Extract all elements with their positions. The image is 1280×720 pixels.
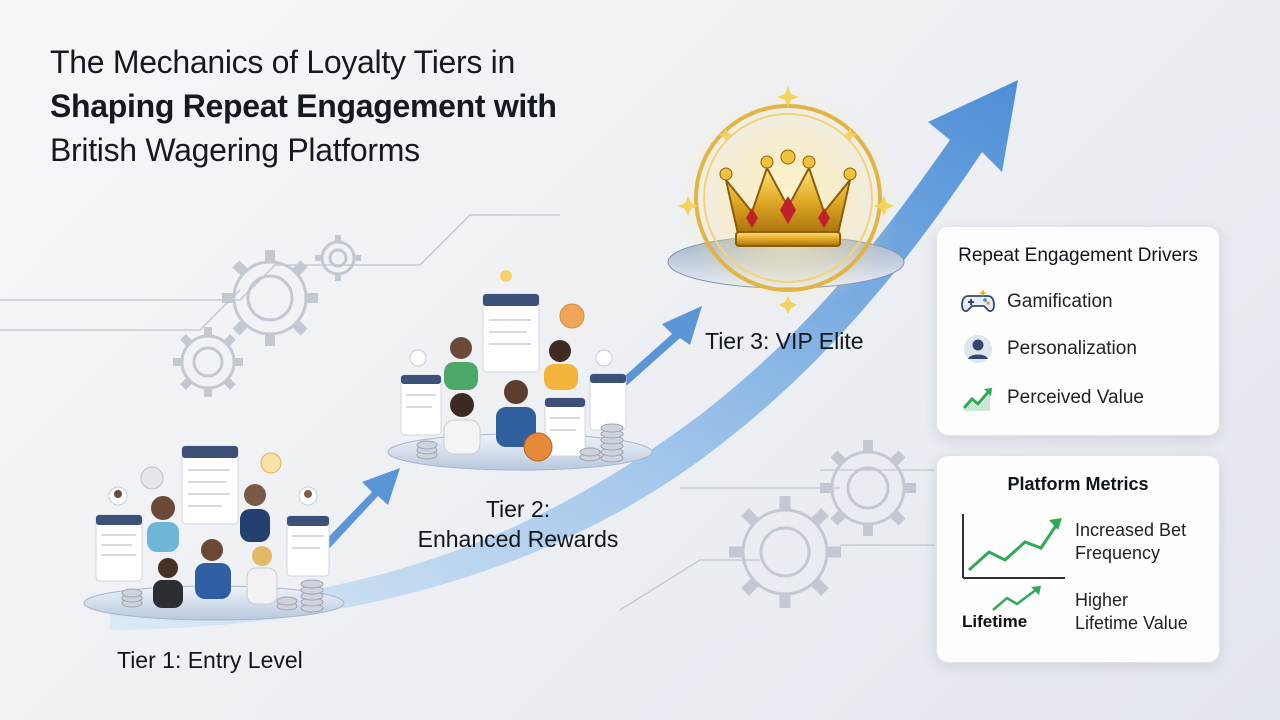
trend-up-icon	[962, 388, 992, 411]
title-line-1: The Mechanics of Loyalty Tiers in	[50, 44, 515, 80]
lifetime-caption: Lifetime	[962, 612, 1028, 631]
tier2-label-line-2: Enhanced Rewards	[417, 526, 619, 552]
sparkle-icons	[678, 86, 894, 314]
metric-line-2: Lifetime Value	[1075, 613, 1188, 633]
platform-metrics-card: Platform Metrics Increased Bet Frequency…	[936, 455, 1220, 663]
driver-label: Gamification	[1007, 291, 1113, 312]
metric-bet-frequency: Increased Bet Frequency	[1075, 519, 1186, 565]
line-chart-icon	[962, 514, 1065, 579]
metric-line-2: Frequency	[1075, 543, 1161, 563]
metric-line-1: Increased Bet	[1075, 520, 1187, 540]
title-line-2: Shaping Repeat Engagement with	[50, 88, 557, 124]
metric-line-1: Higher	[1075, 590, 1129, 610]
tier2-label-line-1: Tier 2:	[485, 496, 551, 522]
tier2-label: Tier 2: Enhanced Rewards	[411, 494, 625, 554]
gamepad-icon	[961, 289, 995, 312]
tier2-illustration	[387, 270, 653, 471]
user-icon	[964, 335, 992, 363]
engagement-drivers-card: Repeat Engagement Drivers Gamification P…	[936, 226, 1220, 436]
driver-label: Personalization	[1007, 338, 1137, 359]
page-title: The Mechanics of Loyalty Tiers in Shapin…	[50, 40, 650, 172]
drivers-card-title: Repeat Engagement Drivers	[958, 245, 1198, 266]
tier1-label: Tier 1: Entry Level	[117, 647, 303, 673]
trend-up-icon	[992, 586, 1041, 611]
gear-icons	[173, 235, 916, 608]
driver-label: Perceived Value	[1007, 387, 1144, 408]
crown-icon	[719, 149, 857, 247]
title-line-3: British Wagering Platforms	[50, 132, 420, 168]
metrics-card-title: Platform Metrics	[1007, 474, 1149, 494]
tier1-illustration	[83, 445, 345, 621]
tier3-label: Tier 3: VIP Elite	[705, 328, 864, 354]
metric-lifetime-value: Higher Lifetime Value	[1075, 589, 1188, 635]
tier3-illustration	[667, 86, 905, 314]
